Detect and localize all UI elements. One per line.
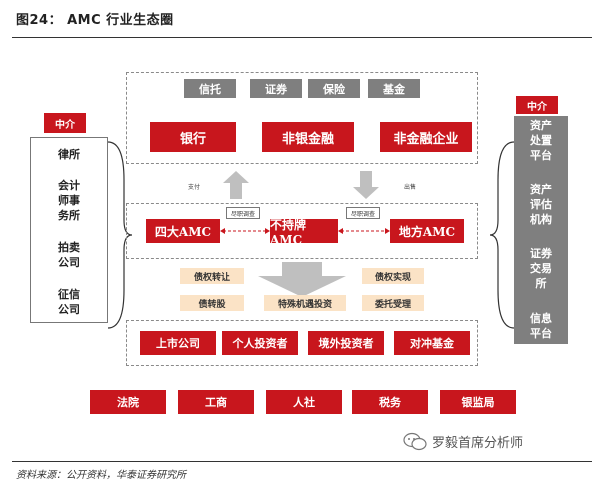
up-arrow bbox=[223, 171, 249, 199]
due-diligence-right-label: 尽职调查 bbox=[346, 207, 380, 219]
regulator-human-resources: 人社 bbox=[266, 390, 342, 414]
left-item-law-firm: 律所 bbox=[58, 148, 80, 161]
left-intermediary-header: 中介 bbox=[44, 113, 86, 133]
creditor-nonbank-financial: 非银金融 bbox=[262, 122, 354, 152]
amc-group bbox=[126, 203, 478, 259]
amc-link-arrows bbox=[220, 228, 390, 234]
biz-debt-to-equity: 债转股 bbox=[180, 295, 244, 311]
due-diligence-left-label: 尽职调查 bbox=[226, 207, 260, 219]
source-note: 资料来源：公开资料，华泰证券研究所 bbox=[16, 470, 186, 481]
watermark-text: 罗毅首席分析师 bbox=[432, 436, 524, 451]
pay-label: 支付 bbox=[187, 183, 200, 191]
investors-group bbox=[126, 320, 478, 366]
right-intermediary-header: 中介 bbox=[516, 96, 558, 114]
financial-institutions-group bbox=[126, 72, 478, 164]
investor-overseas: 境外投资者 bbox=[308, 331, 384, 355]
label-fund: 基金 bbox=[368, 79, 420, 98]
right-bracket bbox=[489, 141, 515, 329]
investor-individual: 个人投资者 bbox=[222, 331, 298, 355]
right-item-asset-disposal: 资产 处置 平台 bbox=[530, 119, 552, 162]
amc-big-four: 四大AMC bbox=[146, 219, 220, 243]
right-item-asset-appraisal: 资产 评估 机构 bbox=[530, 183, 552, 226]
footer-divider bbox=[12, 461, 592, 462]
creditor-bank: 银行 bbox=[150, 122, 236, 152]
label-insurance: 保险 bbox=[308, 79, 360, 98]
left-item-auction-company: 拍卖 公司 bbox=[58, 241, 80, 269]
sell-label: 出售 bbox=[403, 183, 416, 191]
down-arrow bbox=[353, 171, 379, 199]
amc-local: 地方AMC bbox=[390, 219, 464, 243]
investor-listed-company: 上市公司 bbox=[140, 331, 216, 355]
left-intermediary-panel bbox=[30, 137, 108, 323]
biz-entrusted-acceptance: 委托受理 bbox=[362, 295, 424, 311]
biz-debt-transfer: 债权转让 bbox=[180, 268, 244, 284]
biz-special-opportunity-investment: 特殊机遇投资 bbox=[264, 295, 346, 311]
biz-debt-realization: 债权实现 bbox=[362, 268, 424, 284]
amc-unlicensed: 不持牌AMC bbox=[270, 218, 338, 247]
regulator-court: 法院 bbox=[90, 390, 166, 414]
regulator-cbrc-bureau: 银监局 bbox=[440, 390, 516, 414]
regulator-industry-commerce: 工商 bbox=[178, 390, 254, 414]
figure-title: 图24： AMC 行业生态圈 bbox=[16, 13, 174, 28]
right-item-stock-exchange: 证券 交易 所 bbox=[530, 247, 552, 290]
label-trust: 信托 bbox=[184, 79, 236, 98]
regulator-tax: 税务 bbox=[352, 390, 428, 414]
left-bracket bbox=[107, 141, 133, 329]
investor-hedge-fund: 对冲基金 bbox=[394, 331, 470, 355]
label-securities: 证券 bbox=[250, 79, 302, 98]
left-item-accounting-firm: 会计 师事 务所 bbox=[58, 179, 80, 222]
creditor-nonfinancial-enterprise: 非金融企业 bbox=[380, 122, 472, 152]
right-intermediary-panel bbox=[514, 116, 568, 344]
title-divider bbox=[12, 37, 592, 38]
wechat-icon bbox=[403, 432, 427, 451]
left-item-credit-company: 征信 公司 bbox=[58, 288, 80, 316]
right-item-info-platform: 信息 平台 bbox=[530, 312, 552, 340]
big-down-arrow bbox=[258, 262, 346, 297]
